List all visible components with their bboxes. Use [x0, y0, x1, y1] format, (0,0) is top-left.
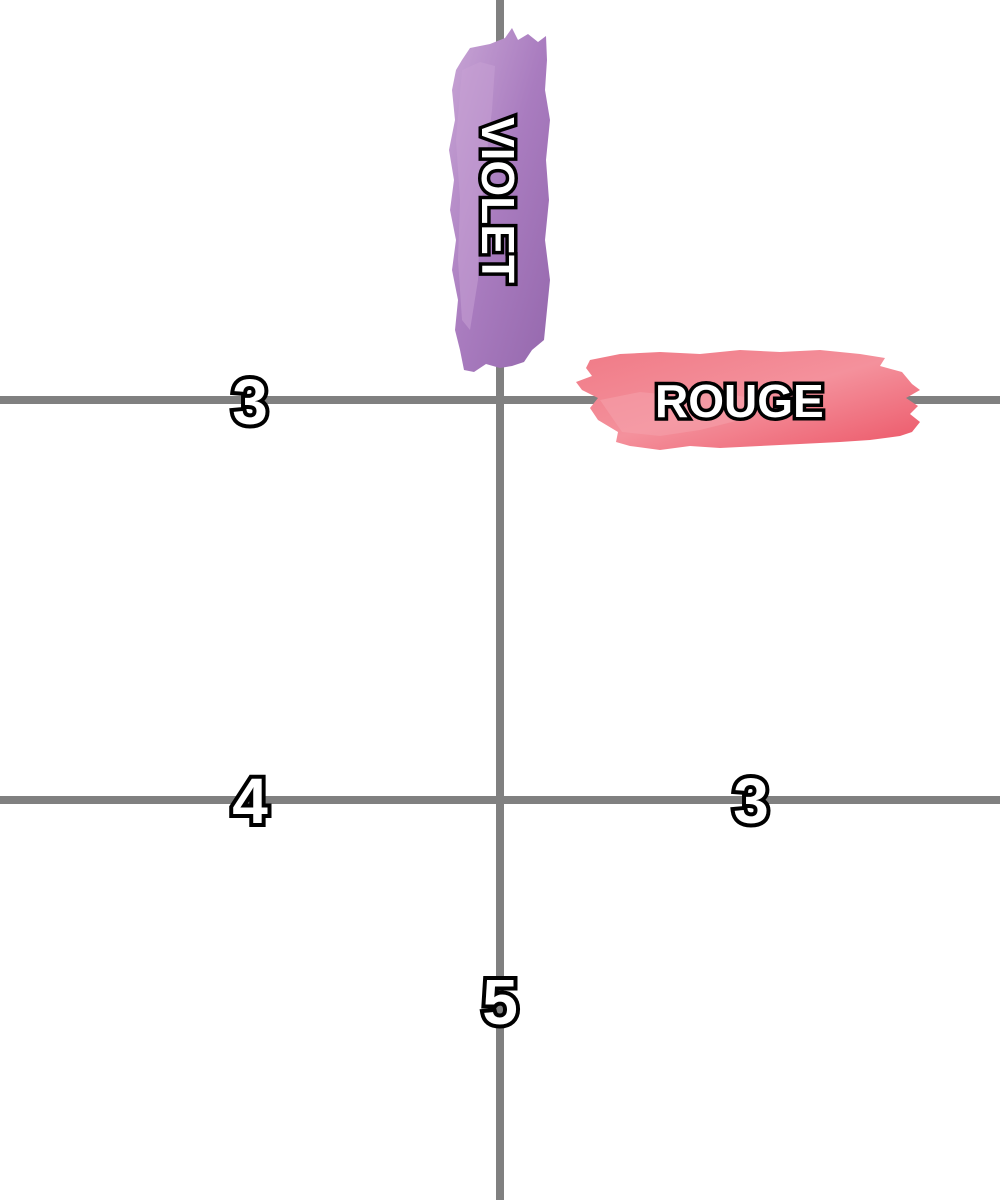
lower-horizontal-grid-line — [0, 796, 1000, 804]
number-left-upper: 3 — [228, 366, 272, 438]
rouge-label: ROUGE — [652, 375, 828, 428]
vertical-grid-line — [496, 0, 504, 1200]
rouge-paint-highlight — [600, 392, 760, 436]
violet-paint-highlight — [456, 62, 495, 330]
upper-horizontal-grid-line — [0, 396, 1000, 404]
number-bottom-center: 5 — [478, 966, 522, 1038]
number-left-lower: 4 — [228, 765, 272, 837]
number-right-lower: 3 — [729, 765, 773, 837]
violet-label: VIOLET — [469, 113, 528, 286]
